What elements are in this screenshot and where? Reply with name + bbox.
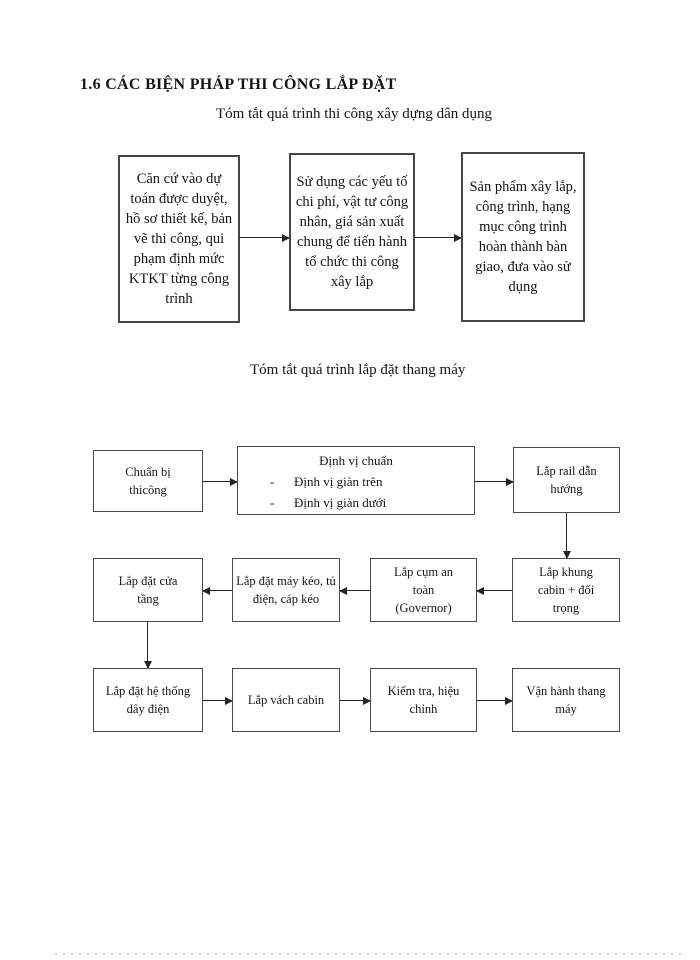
list-item: - Định vị giàn dưới <box>244 492 468 513</box>
page-footer-rule <box>55 953 683 955</box>
step-positioning-box: Định vị chuẩn - Định vị giàn trên - Định v… <box>237 446 475 515</box>
arrow-rail-to-cabin-frame <box>562 513 571 559</box>
arrow-positioning-to-rail <box>475 478 514 486</box>
positioning-item-upper: Định vị giàn trên <box>294 474 383 489</box>
elevator-flow-title: Tóm tắt quá trình lắp đặt thang máy <box>250 362 466 378</box>
arrow-machine-to-landing-door <box>202 587 232 595</box>
positioning-item-lower: Định vị giàn dưới <box>294 495 387 510</box>
step-operation-box: Vận hành thang máy <box>512 668 620 732</box>
arrow-cabin-wall-to-inspection <box>340 697 371 705</box>
step-wiring-label: Lắp đặt hệ thống dây điện <box>105 684 191 716</box>
arrow-resources-to-product <box>415 234 462 242</box>
step-inspection-box: Kiểm tra, hiệu chỉnh <box>370 668 477 732</box>
arrow-cabin-frame-to-safety <box>476 587 512 595</box>
arrow-wiring-to-cabin-wall <box>203 697 233 705</box>
list-dash: - <box>270 474 275 489</box>
step-traction-machine-box: Lắp đặt máy kéo, tủ điện, cáp kéo <box>232 558 340 622</box>
construction-box-resources: Sử dụng các yếu tố chi phí, vật tư công … <box>289 153 415 311</box>
step-cabin-frame-box: Lắp khung cabin + đối trọng <box>512 558 620 622</box>
arrow-prepare-to-positioning <box>203 478 238 486</box>
construction-flow-title: Tóm tắt quá trình thi công xây dựng dân … <box>216 106 492 122</box>
step-landing-door-label: Lắp đặt cửa tầng <box>118 574 178 606</box>
construction-box-product: Sản phẩm xây lắp, công trình, hạng mục c… <box>461 152 585 322</box>
arrow-inspection-to-operation <box>477 697 513 705</box>
step-wiring-box: Lắp đặt hệ thống dây điện <box>93 668 203 732</box>
construction-box-basis: Căn cứ vào dự toán được duyệt, hồ sơ thi… <box>118 155 240 323</box>
step-cabin-wall-label: Lắp vách cabin <box>247 693 325 707</box>
list-dash: - <box>270 495 275 510</box>
step-safety-box: Lắp cụm an toàn (Governor) <box>370 558 477 622</box>
arrow-basis-to-resources <box>239 234 290 242</box>
section-heading: 1.6 CÁC BIỆN PHÁP THI CÔNG LẮP ĐẶT <box>80 76 397 93</box>
arrow-landing-door-to-wiring <box>143 622 152 669</box>
step-cabin-frame-label: Lắp khung cabin + đối trọng <box>537 565 595 615</box>
step-traction-machine-label: Lắp đặt máy kéo, tủ điện, cáp kéo <box>236 574 336 606</box>
step-rail-label: Lắp rail dẫn hướng <box>536 464 597 496</box>
step-inspection-label: Kiểm tra, hiệu chỉnh <box>387 684 460 716</box>
step-cabin-wall-box: Lắp vách cabin <box>232 668 340 732</box>
step-positioning-title: Định vị chuẩn <box>319 453 393 468</box>
list-item: - Định vị giàn trên <box>244 471 468 492</box>
step-safety-label: Lắp cụm an toàn (Governor) <box>393 565 453 615</box>
step-prepare-label: Chuẩn bị thicông <box>125 465 171 497</box>
step-landing-door-box: Lắp đặt cửa tầng <box>93 558 203 622</box>
step-rail-box: Lắp rail dẫn hướng <box>513 447 620 513</box>
arrow-safety-to-machine <box>339 587 370 595</box>
step-operation-label: Vận hành thang máy <box>526 684 606 716</box>
step-prepare-box: Chuẩn bị thicông <box>93 450 203 512</box>
